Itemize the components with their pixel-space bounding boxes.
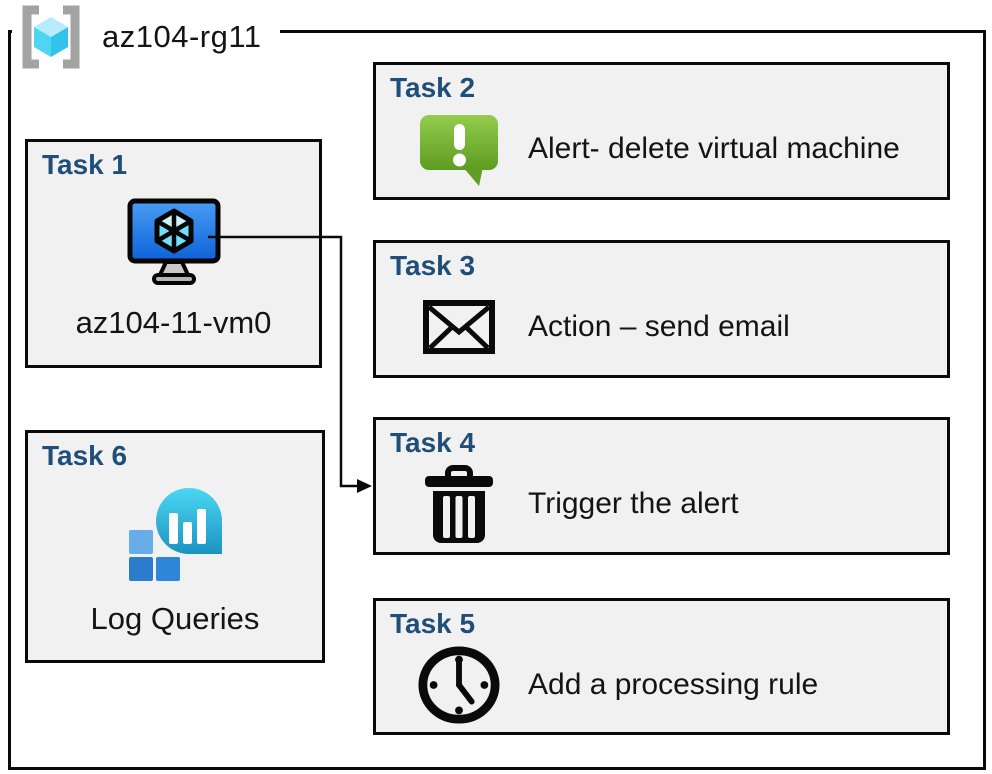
email-icon (423, 300, 495, 354)
alert-icon (420, 115, 498, 186)
task-2-label: Alert- delete virtual machine (528, 132, 900, 165)
clock-icon (418, 645, 500, 724)
task-2-header: Task 2 (390, 72, 476, 103)
resource-group-border (8, 30, 986, 770)
trash-icon (425, 465, 493, 543)
resource-group-header: az104-rg11 (12, 2, 280, 72)
task-box-6: Task 6 Log Queries (25, 430, 325, 663)
task-1-header: Task 1 (42, 149, 128, 180)
virtual-machine-icon (127, 198, 220, 285)
task-6-label: Log Queries (90, 601, 260, 636)
task-box-4: Task 4 Trigger the alert (373, 417, 950, 555)
resource-group-title: az104-rg11 (102, 19, 262, 54)
task-3-header: Task 3 (390, 250, 476, 281)
task-5-label: Add a processing rule (528, 667, 819, 701)
task-1-label: az104-11-vm0 (75, 305, 272, 340)
task-box-1: Task 1 (25, 139, 322, 368)
task-box-3: Task 3 Action – send email (373, 240, 950, 378)
task-box-5: Task 5 Add a processing rule (373, 598, 950, 735)
task-6-header: Task 6 (42, 440, 128, 471)
resource-group-icon (22, 5, 80, 69)
task-4-header: Task 4 (390, 427, 476, 458)
task-4-label: Trigger the alert (528, 487, 739, 520)
log-analytics-icon (129, 488, 222, 581)
task-3-label: Action – send email (528, 310, 790, 343)
task-box-2: Task 2 Alert- delete virtual machine (373, 62, 950, 200)
task-5-header: Task 5 (390, 608, 476, 639)
